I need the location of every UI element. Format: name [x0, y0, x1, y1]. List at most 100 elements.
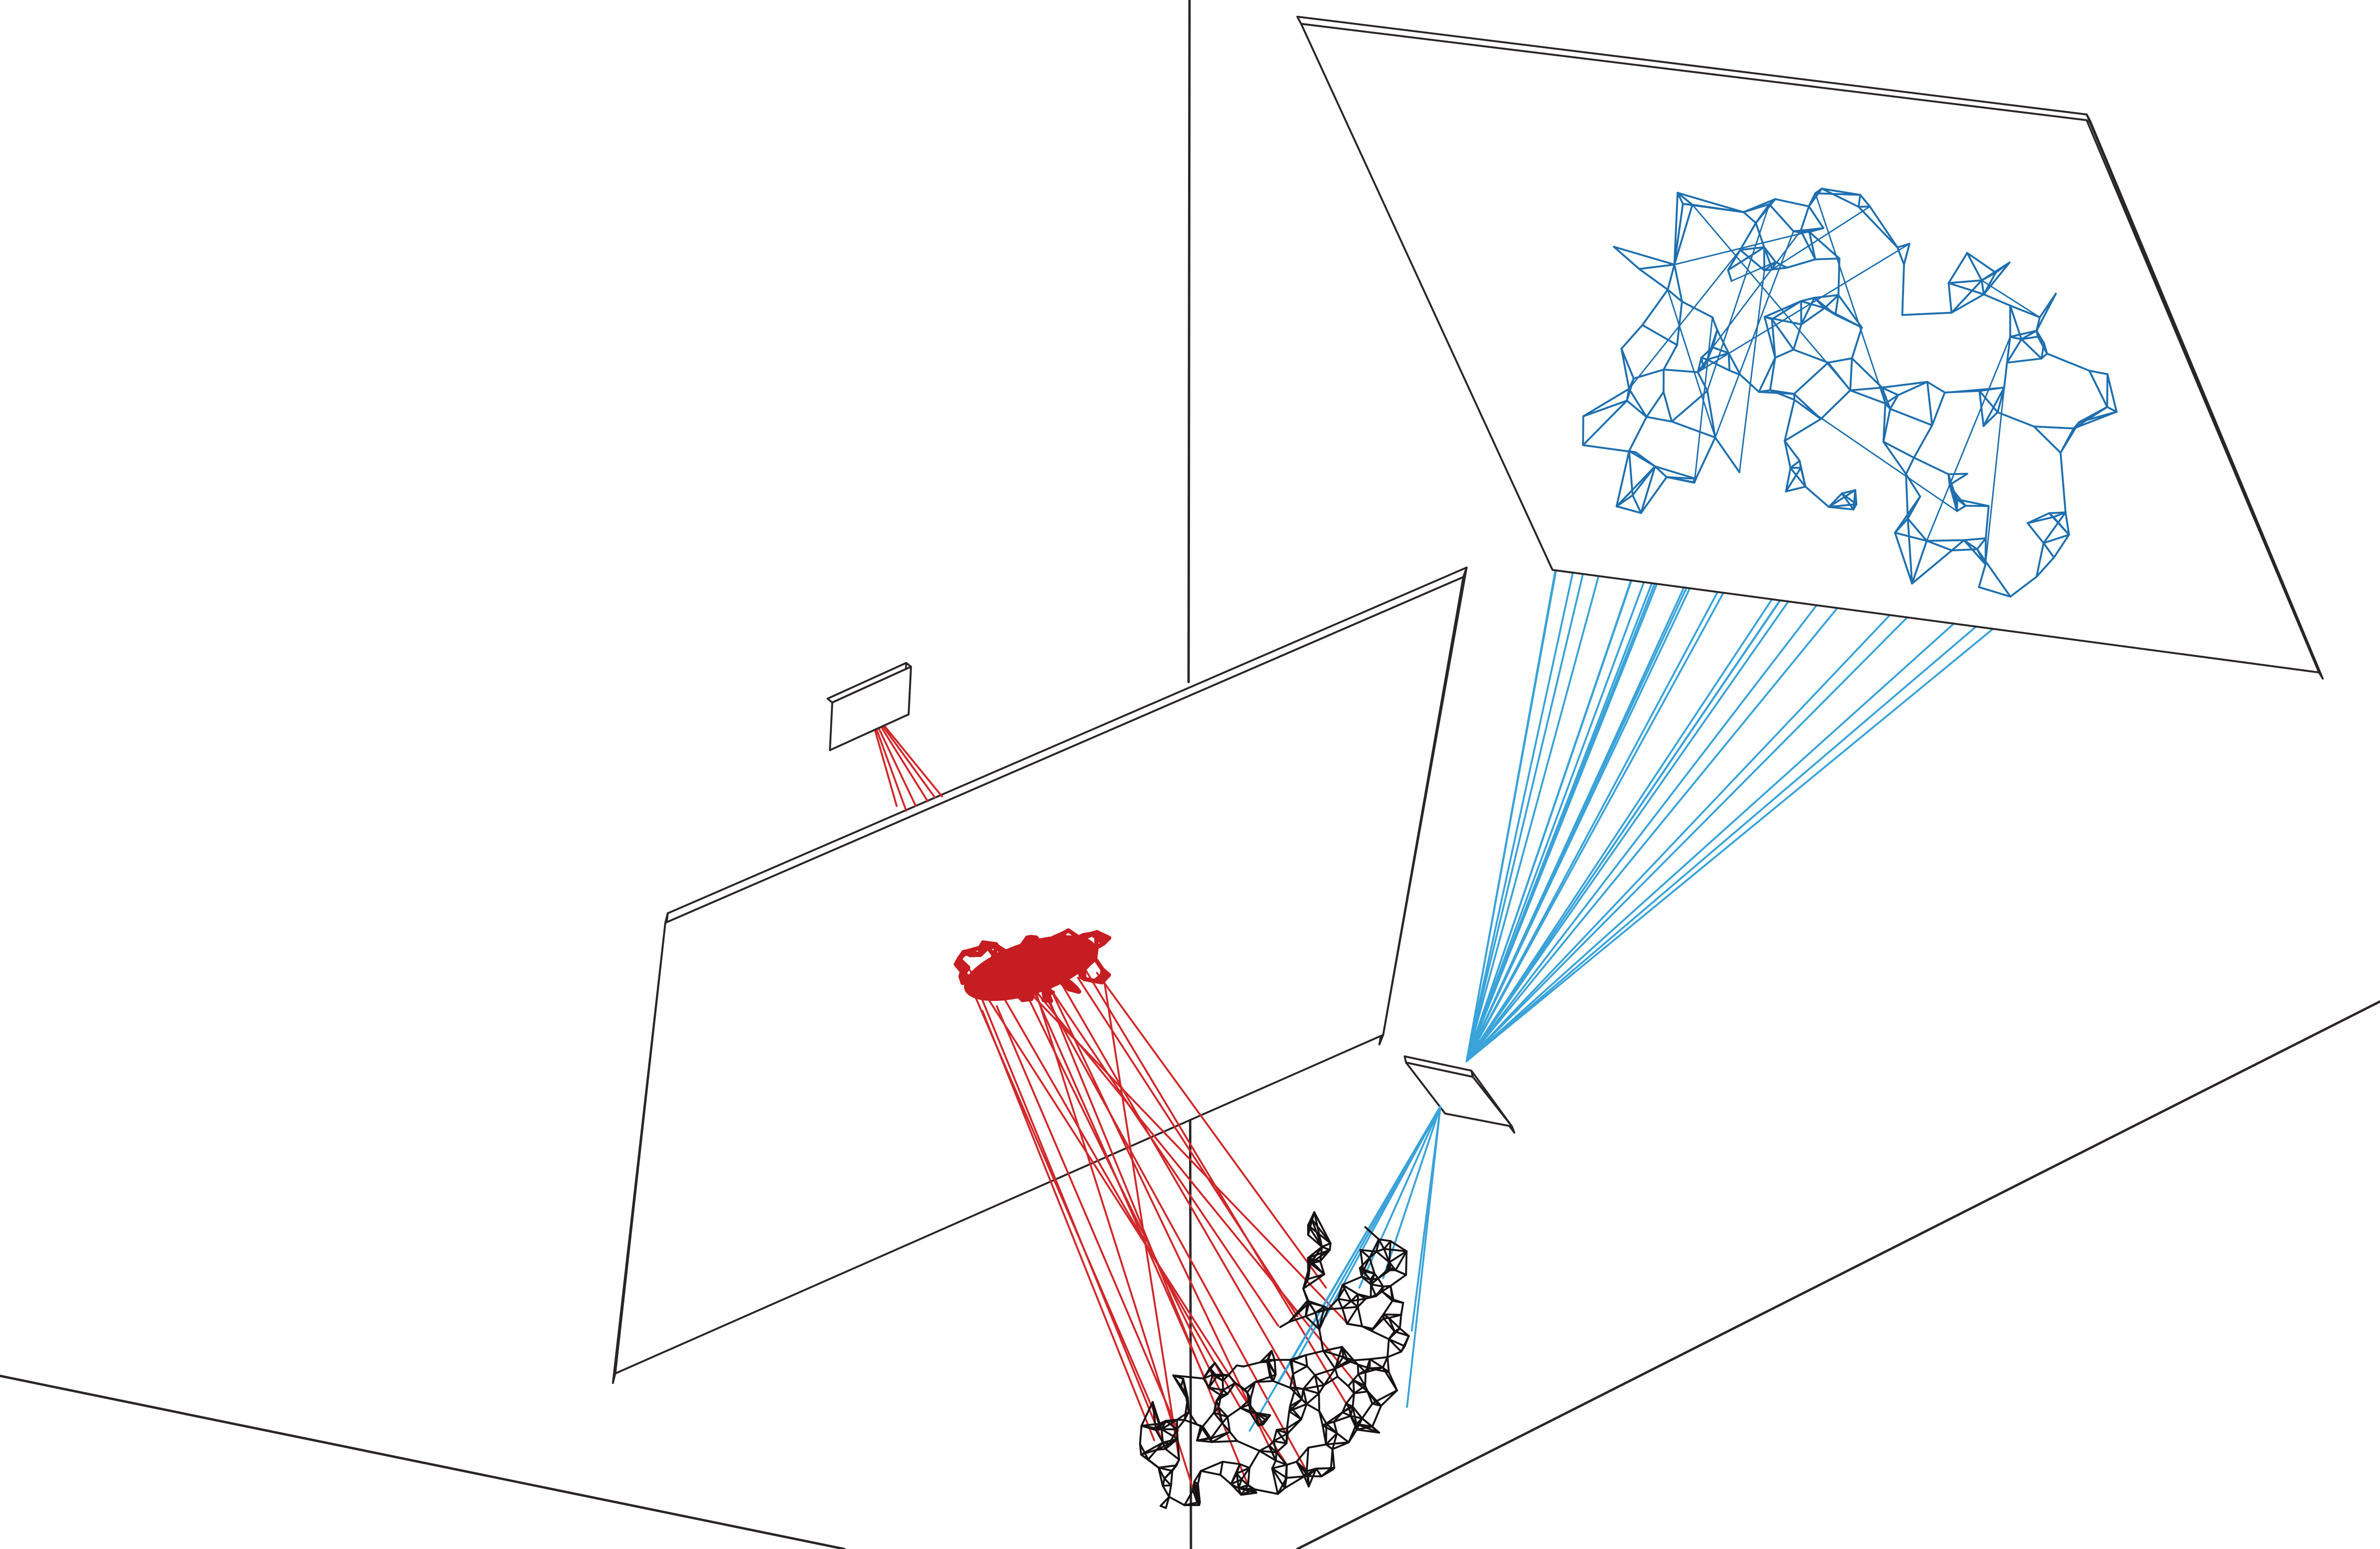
red-ray [1101, 968, 1180, 1461]
bunny-mesh-edge [1196, 1425, 1202, 1442]
red-blob-edge [985, 944, 1000, 950]
blue-mesh-edge [1697, 243, 1910, 373]
bunny-mesh-edge [1275, 1442, 1288, 1454]
blue-mesh-edge [1792, 349, 1829, 364]
bunny-mesh-edge [1307, 1475, 1323, 1477]
bunny-mesh-edge [1383, 1240, 1392, 1250]
blue-mesh-edge [1950, 293, 1985, 314]
blue-mesh-edge [1673, 192, 1679, 266]
bunny-mesh-edge [1344, 1285, 1359, 1295]
blue-mesh-edge [1620, 324, 1644, 350]
red-blob-edge [1077, 968, 1084, 979]
blue-mesh-edge [2027, 522, 2045, 544]
blue-mesh-edge [1700, 356, 1708, 361]
blue-mesh-edge [2020, 335, 2039, 341]
bunny-mesh-edge [1365, 1358, 1371, 1373]
blue-mesh-edge [1706, 359, 1731, 372]
bunny-mesh-edge [1321, 1242, 1332, 1248]
bunny-mesh-edge [1254, 1412, 1269, 1418]
blue-mesh-edge [1944, 386, 2005, 393]
bunny-mesh-edge [1285, 1464, 1288, 1479]
bunny-mesh-edge [1334, 1359, 1355, 1370]
blue-mesh-edge [1739, 374, 1760, 393]
red-blob-edge [1020, 993, 1030, 1002]
bunny-mesh-edge [1176, 1428, 1179, 1440]
blue-mesh-edge [1645, 391, 1665, 418]
blue-ray [1466, 600, 2028, 1062]
bunny-mesh-edge [1254, 1380, 1274, 1383]
bunny-mesh-edge [1163, 1464, 1178, 1480]
bunny-mesh-edge [1337, 1298, 1352, 1302]
blue-mesh-edge [1739, 246, 1765, 251]
bunny-mesh-edge [1271, 1350, 1276, 1361]
blue-mesh-edge [1628, 450, 1634, 496]
bunny-mesh-edge [1140, 1441, 1164, 1456]
bunny-mesh-edge [1253, 1488, 1279, 1495]
bunny-mesh-edge [1140, 1401, 1154, 1427]
bunny-mesh-edge [1382, 1317, 1396, 1332]
bunny-mesh-edge [1221, 1422, 1231, 1433]
bunny-mesh-edge [1275, 1451, 1288, 1466]
blue-mesh-edge [1783, 418, 1822, 442]
blue-mesh-edge [1978, 390, 1999, 413]
red-blob-edge [1060, 951, 1073, 956]
bunny-mesh-edge [1327, 1298, 1339, 1311]
bunny-mesh-edge [1382, 1300, 1394, 1316]
bunny-mesh-edge [1210, 1422, 1223, 1440]
bunny-mesh-edge [1226, 1407, 1242, 1418]
blue-ray-low [1406, 1105, 1441, 1408]
blue-mesh-edge [1976, 548, 2011, 598]
bunny-mesh-edge [1241, 1478, 1249, 1486]
bunny-mesh-edge [1248, 1450, 1261, 1469]
blue-mesh-edge [1925, 539, 1965, 542]
bunny-mesh-edge [1387, 1338, 1406, 1347]
floor-edge-left [0, 1374, 846, 1549]
blue-mesh-edge [1793, 361, 1829, 395]
blue-mesh-edge [1793, 399, 1958, 512]
blue-mesh-edge [1814, 192, 1862, 196]
blue-mesh-edge [1728, 352, 1731, 372]
bunny-mesh-edge [1307, 1443, 1327, 1449]
blue-mesh-edge [2059, 452, 2067, 514]
bunny-mesh-edge [1313, 1211, 1332, 1244]
blue-mesh-edge [1645, 416, 1673, 423]
bunny-mesh-edge [1341, 1306, 1359, 1310]
blue-mesh-edge [1889, 394, 1899, 410]
bunny-mesh-edge [1334, 1346, 1343, 1370]
bunny-mesh-edge [1279, 1321, 1290, 1328]
bunny-mesh-edge [1164, 1437, 1179, 1450]
blue-mesh-edge [1673, 263, 1683, 303]
blue-mesh-edge [1771, 300, 1802, 320]
blue-mesh-edge [1789, 460, 1801, 469]
bunny-mesh-edge [1273, 1440, 1288, 1445]
bunny-mesh-edge [1271, 1464, 1288, 1469]
bunny-mesh-edge [1230, 1472, 1238, 1485]
bunny-mesh-edge [1325, 1423, 1338, 1435]
bunny-mesh-edge [1341, 1307, 1348, 1325]
bunny-mesh-edge [1398, 1327, 1410, 1337]
blue-mesh-edge [1774, 349, 1795, 359]
bunny-mesh-edge [1356, 1417, 1363, 1431]
bunny-mesh-edge [1168, 1496, 1186, 1507]
blue-mesh-edge [1804, 485, 1830, 508]
bunny-mesh-edge [1400, 1301, 1404, 1316]
blue-mesh-edge [1985, 505, 1990, 539]
blue-mesh-edge [1980, 261, 2011, 281]
bunny-mesh-edge [1165, 1496, 1170, 1509]
blue-mesh-edge [2035, 330, 2045, 344]
blue-mesh-edge [1695, 436, 1717, 480]
bunny-mesh-edge [1369, 1356, 1389, 1360]
blue-mesh-edge [1670, 420, 1717, 439]
bunny-mesh-edge [1318, 1410, 1324, 1426]
blue-mesh-edge [2048, 512, 2070, 536]
blue-mesh-edge [1963, 539, 1987, 566]
blue-mesh-edge [1926, 381, 1933, 426]
bunny-mesh-edge [1388, 1240, 1392, 1263]
bunny-mesh-edge [1368, 1238, 1380, 1259]
blue-mesh-edge [1763, 300, 1802, 318]
bunny-mesh-edge [1266, 1361, 1274, 1382]
red-blob-edge [1083, 931, 1094, 940]
bunny-mesh-edge [1341, 1284, 1352, 1302]
blue-mesh-edge [2088, 370, 2108, 408]
blue-mesh-edge [1926, 336, 2011, 542]
